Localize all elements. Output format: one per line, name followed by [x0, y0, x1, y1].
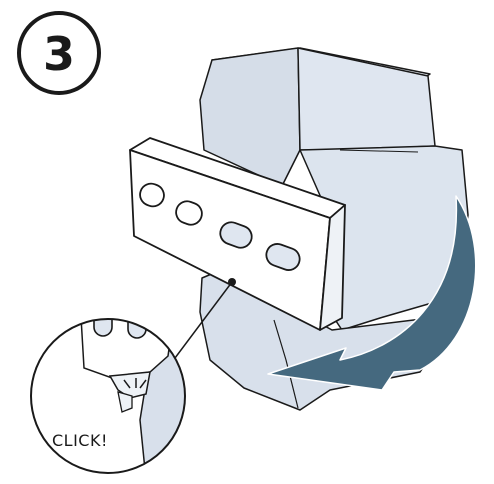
callout-rail-slot	[160, 314, 174, 340]
click-label: CLICK!	[52, 431, 108, 450]
step-number: 3	[43, 27, 75, 81]
callout-rail-slot	[94, 310, 112, 336]
step-badge: 3	[19, 13, 99, 93]
module-upper-right	[298, 48, 435, 150]
callout-anchor-dot	[228, 278, 236, 286]
